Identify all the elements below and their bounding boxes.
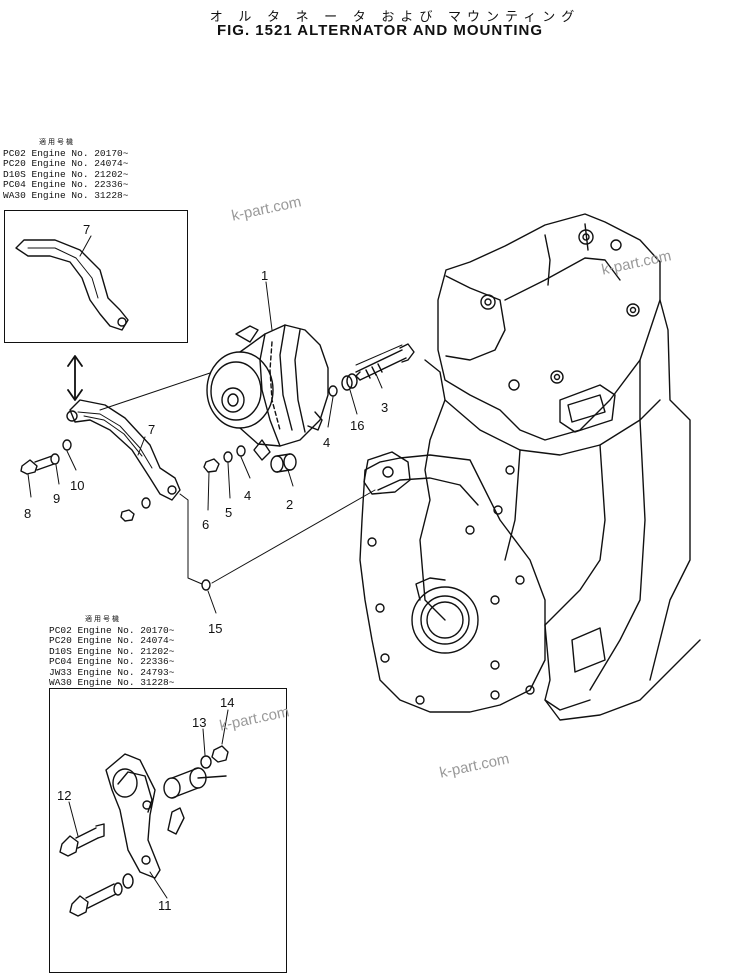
callout-1: 1: [261, 268, 268, 283]
callout-12: 12: [57, 788, 71, 803]
callout-11: 11: [158, 898, 172, 913]
serial-line: PC20 Engine No. 24074~: [49, 635, 175, 646]
serial-line: JW33 Engine No. 24793~: [49, 666, 175, 678]
callout-15: 15: [208, 621, 222, 636]
callout-10: 10: [70, 478, 84, 493]
serial-line: WA30 Engine No. 31228~: [3, 189, 129, 201]
callout-2: 2: [286, 497, 293, 512]
bolt-8: [20, 455, 55, 475]
serial-list-lower: 適用号機 PC02 Engine No. 20170~ PC20 Engine …: [49, 615, 174, 689]
serial-line: PC04 Engine No. 22336~: [3, 179, 129, 190]
callout-6: 6: [202, 517, 209, 532]
bushing-2: [270, 453, 297, 473]
inset-frame-upper: [4, 210, 188, 343]
figure-title-japanese: オ ル タ ネ ー タ および マウンティング: [209, 9, 581, 24]
serial-line: D10S Engine No. 21202~: [3, 168, 129, 180]
mounting-bracket-11: [105, 753, 161, 879]
serial-header: 適用号機: [85, 616, 121, 624]
callout-4-upper: 4: [323, 435, 330, 450]
serial-line: PC02 Engine No. 20170~: [3, 147, 129, 159]
serial-line: D10S Engine No. 21202~: [49, 645, 175, 657]
callout-8: 8: [24, 506, 31, 521]
bolt-12: [59, 823, 105, 857]
callout-16: 16: [350, 418, 364, 433]
callout-9: 9: [53, 491, 60, 506]
adjusting-link: [66, 399, 181, 501]
serial-line: PC20 Engine No. 24074~: [3, 158, 129, 169]
bolt-12-lower: [69, 873, 134, 917]
callout-4-lower: 4: [244, 488, 251, 503]
figure-title: FIG. 1521 ALTERNATOR AND MOUNTING: [216, 22, 544, 39]
serial-list-upper: 適用号機 PC02 Engine No. 20170~ PC20 Engine …: [3, 138, 128, 201]
callout-13: 13: [192, 715, 206, 730]
serial-header: 適用号機: [39, 139, 75, 147]
serial-line: WA30 Engine No. 31228~: [49, 677, 175, 688]
callout-7: 7: [148, 422, 155, 437]
alternator: [206, 324, 329, 461]
callout-14: 14: [220, 695, 234, 710]
callout-5: 5: [225, 505, 232, 520]
serial-line: PC02 Engine No. 20170~: [49, 624, 175, 636]
callout-7-inset: 7: [83, 222, 90, 237]
adjusting-link-inset: [15, 239, 129, 331]
bolt-3: [355, 343, 415, 381]
serial-line: PC04 Engine No. 22336~: [49, 656, 175, 667]
callout-3: 3: [381, 400, 388, 415]
engine-block: [359, 213, 701, 721]
